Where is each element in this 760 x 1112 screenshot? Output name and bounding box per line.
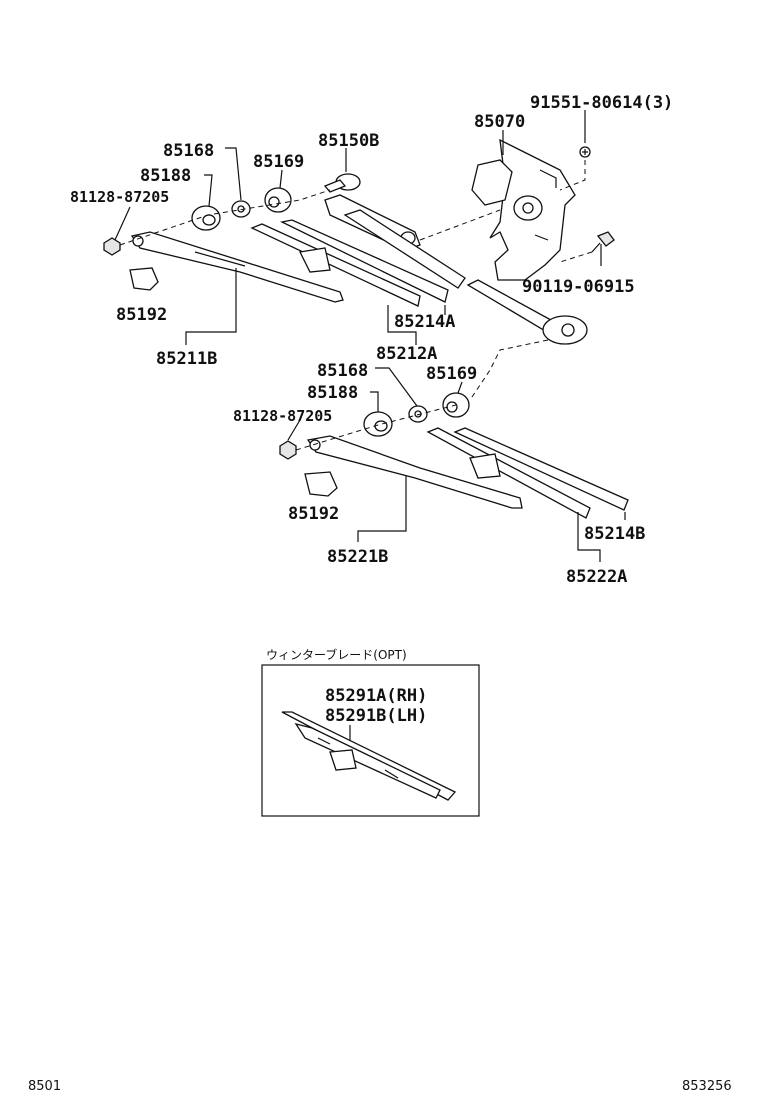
callout-blade-b: 85222A bbox=[566, 567, 627, 587]
callout-cap-top: 85168 bbox=[163, 141, 214, 161]
wiper-blade-a bbox=[250, 219, 449, 307]
option-box-title: ウィンターブレード(OPT) bbox=[266, 647, 407, 662]
callout-nut-mid: 81128-87205 bbox=[233, 407, 332, 425]
cap-mid bbox=[408, 405, 428, 423]
callout-winter-blade-lh: 85291B(LH) bbox=[325, 706, 427, 726]
nut-top bbox=[103, 237, 121, 256]
head-cap-top bbox=[129, 267, 159, 291]
nut-mid bbox=[279, 440, 297, 460]
wiper-linkage bbox=[323, 173, 588, 345]
callout-blade-rubber-a: 85214A bbox=[394, 312, 455, 332]
callout-arm-rh: 85211B bbox=[156, 349, 217, 369]
cover-mid bbox=[363, 411, 393, 437]
callout-bolt-top: 91551-80614(3) bbox=[530, 93, 673, 113]
callout-blade-rubber-b: 85214B bbox=[584, 524, 645, 544]
callout-link-top: 85150B bbox=[318, 131, 379, 151]
callout-head-cap-top: 85192 bbox=[116, 305, 167, 325]
wiper-arm-lh bbox=[306, 435, 523, 509]
callout-cover-mid: 85188 bbox=[307, 383, 358, 403]
wiper-motor-assembly bbox=[471, 138, 576, 281]
bolt-top bbox=[579, 146, 591, 158]
callout-bush-mid: 85169 bbox=[426, 364, 477, 384]
head-cap-mid bbox=[304, 471, 338, 497]
footer-page-code: 8501 bbox=[28, 1079, 61, 1094]
callout-nut-top: 81128-87205 bbox=[70, 188, 169, 206]
callout-cover-top: 85188 bbox=[140, 166, 191, 186]
cap-top bbox=[231, 200, 251, 218]
leader-lines bbox=[114, 110, 626, 562]
callout-blade-a: 85212A bbox=[376, 344, 437, 364]
callout-winter-blade-rh: 85291A(RH) bbox=[325, 686, 427, 706]
callout-motor: 85070 bbox=[474, 112, 525, 132]
winter-blade-option-box: ウィンターブレード(OPT) 85291A(RH) 85291B(LH) bbox=[261, 647, 480, 817]
footer-illustration-number: 853256 bbox=[682, 1079, 732, 1094]
callout-head-cap-mid: 85192 bbox=[288, 504, 339, 524]
bolt-right bbox=[591, 231, 615, 253]
wiper-blade-b bbox=[426, 427, 629, 519]
bush-top bbox=[264, 187, 292, 213]
callout-cap-mid: 85168 bbox=[317, 361, 368, 381]
callout-bush-top: 85169 bbox=[253, 152, 304, 172]
cover-top bbox=[191, 205, 221, 231]
assembly-guides bbox=[119, 160, 593, 451]
callout-arm-lh: 85221B bbox=[327, 547, 388, 567]
callout-bolt-right: 90119-06915 bbox=[522, 277, 635, 297]
